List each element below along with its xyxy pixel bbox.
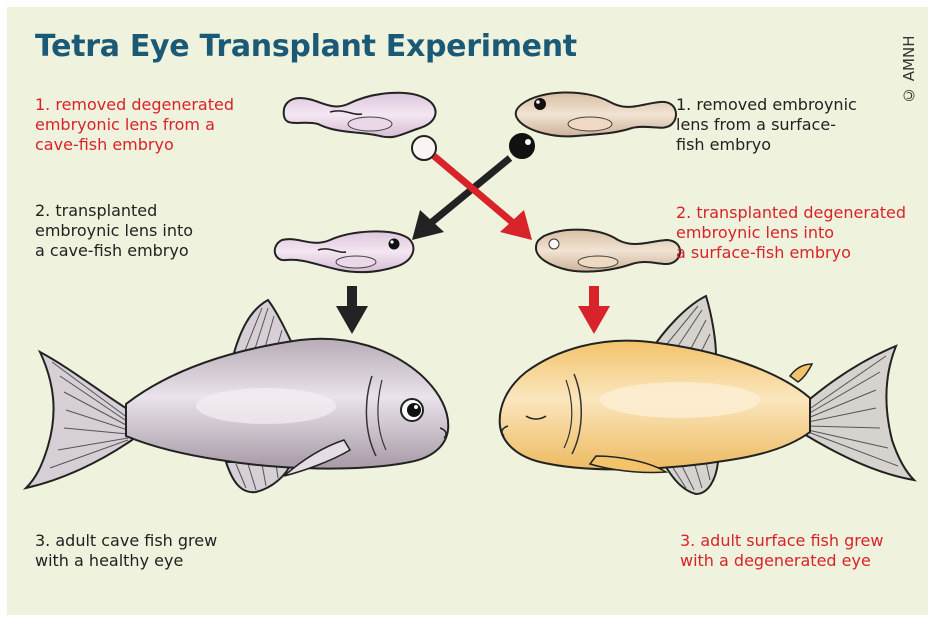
left-step-3-label: 3. adult cave fish grew with a healthy e…: [35, 531, 217, 571]
black-down-arrow: [336, 286, 368, 334]
adult-cave-fish: [26, 300, 448, 492]
red-down-arrow: [578, 286, 610, 334]
right-step-3-label: 3. adult surface fish grew with a degene…: [680, 531, 883, 571]
cave-fish-embryo-transplanted: [275, 231, 414, 272]
adult-surface-fish: [500, 296, 914, 494]
right-step-1-label: 1. removed embroynic lens from a surface…: [676, 95, 857, 155]
degenerated-lens: [412, 136, 436, 160]
black-transfer-arrow: [412, 158, 510, 240]
surface-fish-embryo-top: [516, 92, 676, 136]
left-step-2-label: 2. transplanted embroynic lens into a ca…: [35, 201, 193, 261]
cave-fish-embryo-top: [284, 93, 436, 137]
red-transfer-arrow: [434, 156, 532, 240]
right-step-2-label: 2. transplanted degenerated embroynic le…: [676, 203, 906, 263]
embryonic-lens: [510, 134, 534, 158]
left-step-1-label: 1. removed degenerated embryonic lens fr…: [35, 95, 234, 155]
surface-fish-embryo-transplanted: [536, 230, 680, 272]
